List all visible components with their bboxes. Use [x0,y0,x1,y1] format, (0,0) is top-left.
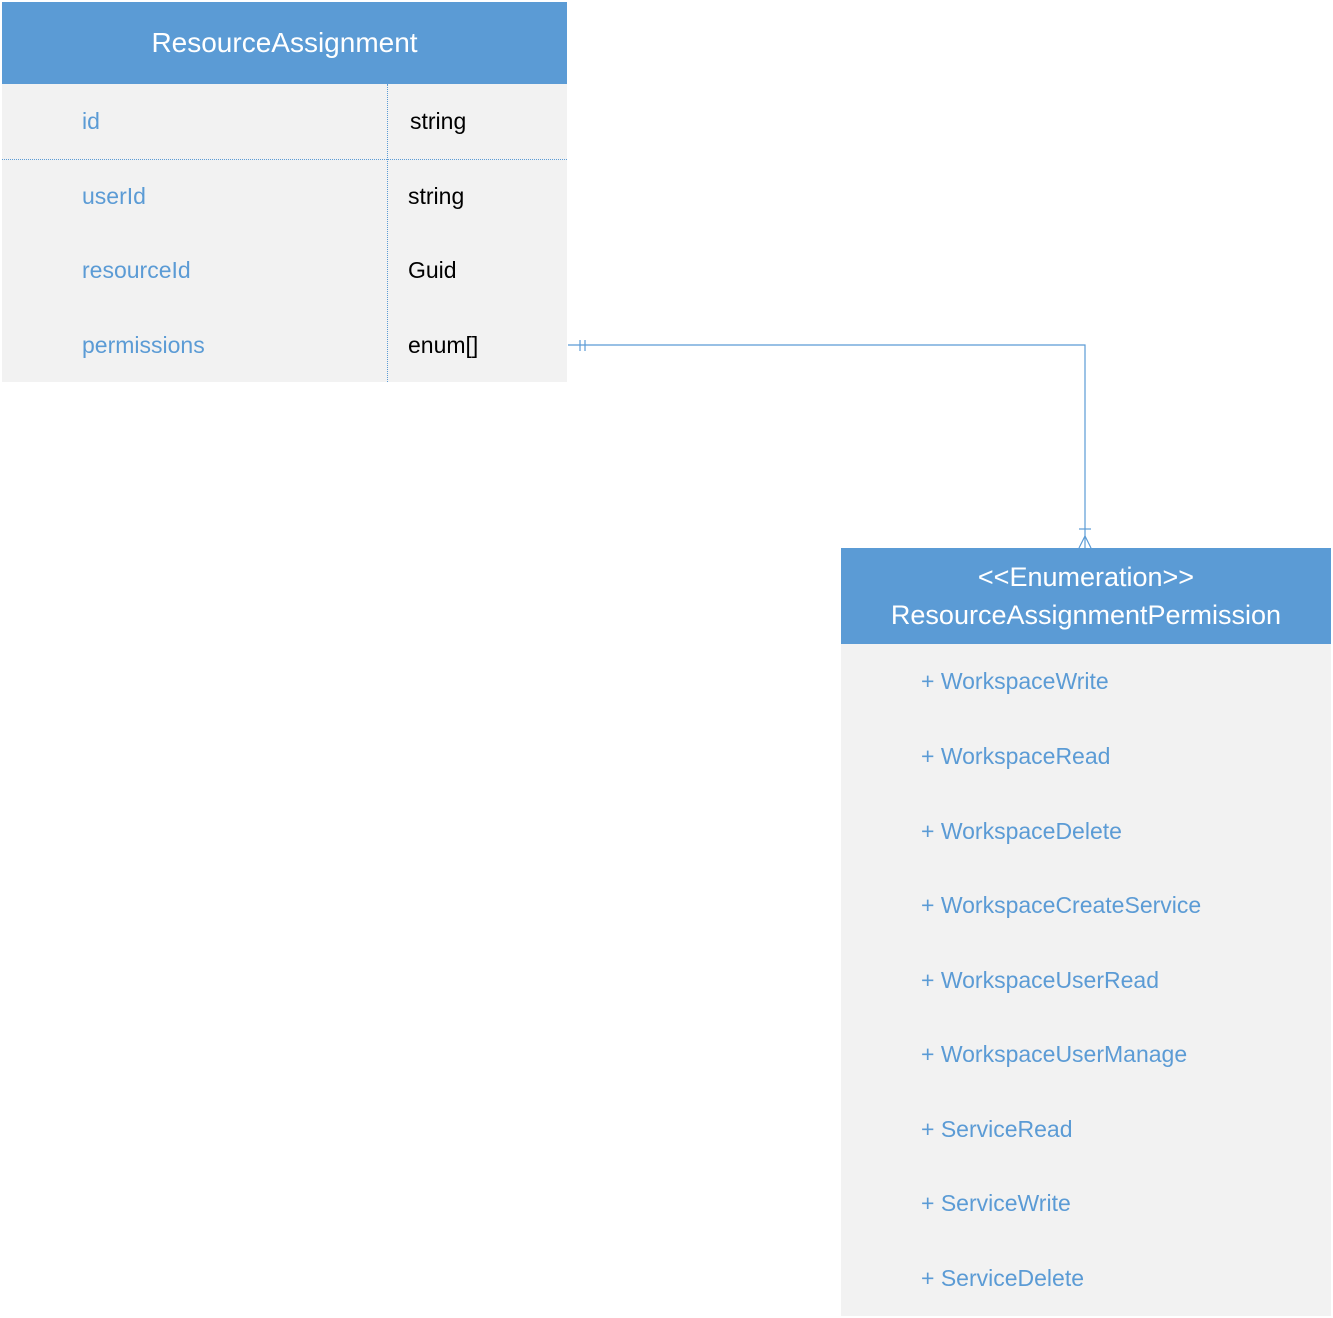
enum-item[interactable]: + ServiceDelete [921,1265,1084,1291]
field-row-resourceid[interactable]: resourceId Guid [2,233,567,308]
enum-item[interactable]: + WorkspaceWrite [921,668,1109,694]
field-name: userId [82,183,146,209]
crow-foot-right [1084,535,1092,549]
field-type: string [408,183,465,209]
enum-item[interactable]: + WorkspaceRead [921,743,1111,769]
entity-header: ResourceAssignment [2,2,567,84]
field-type: string [410,108,467,134]
entity-title: ResourceAssignmentPermission [890,600,1282,630]
field-row-permissions[interactable]: permissions enum[] [2,308,567,383]
field-name: permissions [82,332,205,358]
entity-resource-assignment[interactable]: ResourceAssignment id string userId stri… [2,2,567,382]
field-row-userid[interactable]: userId string [2,159,567,234]
enum-item[interactable]: + WorkspaceUserRead [921,967,1159,993]
crow-foot-left [1078,535,1086,549]
enum-item[interactable]: + WorkspaceDelete [921,818,1122,844]
enum-item[interactable]: + ServiceWrite [921,1190,1071,1216]
column-separator [387,84,388,382]
enum-item[interactable]: + WorkspaceUserManage [921,1041,1188,1067]
field-type: Guid [408,257,457,283]
entity-header: <<Enumeration>> ResourceAssignmentPermis… [841,548,1331,644]
enum-item[interactable]: + ServiceRead [921,1116,1073,1142]
field-name: resourceId [82,257,191,283]
entity-resource-assignment-permission[interactable]: <<Enumeration>> ResourceAssignmentPermis… [841,548,1331,1316]
entity-title: ResourceAssignment [151,27,418,58]
enum-item[interactable]: + WorkspaceCreateService [921,892,1202,918]
field-type: enum[] [408,332,479,358]
field-name: id [82,108,100,134]
connector-line [568,344,1086,548]
primary-key-separator [2,159,567,160]
entity-stereotype: <<Enumeration>> [977,562,1195,592]
field-row-id[interactable]: id string [2,84,567,159]
